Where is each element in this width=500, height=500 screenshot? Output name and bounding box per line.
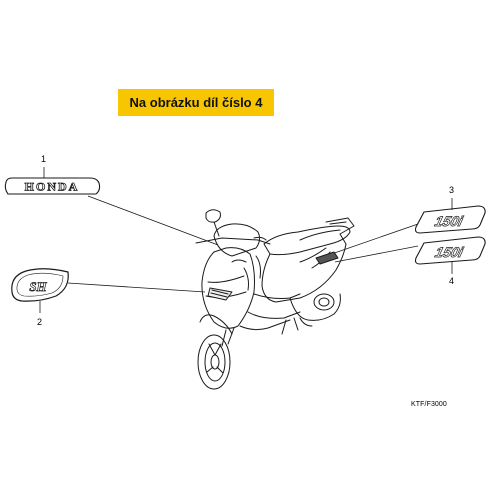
sh-emblem[interactable]: SH	[11, 268, 69, 302]
callout-2: 2	[37, 317, 43, 327]
honda-emblem[interactable]: HONDA	[4, 177, 101, 195]
callout-3: 3	[449, 185, 455, 195]
svg-text:HONDA: HONDA	[25, 180, 80, 194]
svg-text:SH: SH	[29, 279, 47, 294]
part-highlight-banner: Na obrázku díl číslo 4	[118, 89, 274, 116]
leader-lines	[39, 167, 453, 313]
svg-text:150i: 150i	[433, 214, 465, 230]
diagram-code-label: KTF/F3000	[411, 401, 447, 408]
scooter-illustration	[195, 209, 355, 390]
callout-1: 1	[41, 154, 47, 164]
callout-4: 4	[449, 276, 455, 286]
upper-150-emblem[interactable]: 150i	[414, 205, 486, 234]
lower-150-emblem[interactable]: 150i	[414, 236, 486, 265]
svg-text:150i: 150i	[433, 245, 465, 261]
